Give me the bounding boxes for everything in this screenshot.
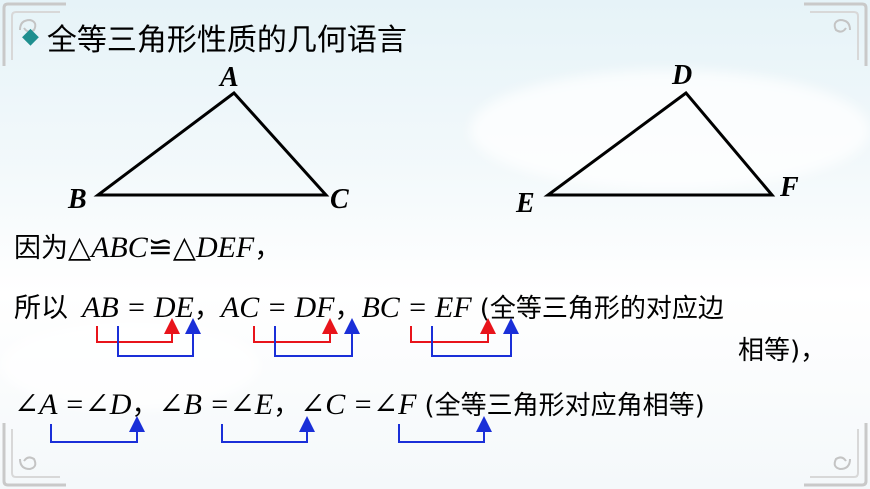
vertex-label-c: C [330, 184, 349, 215]
bracket-blue-angle-c-f [398, 416, 492, 443]
slide-title: ◆ 全等三角形性质的几何语言 [22, 16, 407, 58]
vertex-label-e: E [515, 188, 535, 219]
conclusion-prefix: 所以 [14, 293, 68, 324]
corner-ornament-top-right [804, 2, 868, 66]
premise-triangle-def: △DEF [172, 231, 255, 264]
triangle-abc [93, 90, 330, 197]
background-cloud [470, 70, 870, 190]
vertex-label-d: D [671, 60, 692, 91]
angle-equation-b-e: ∠B =∠E [158, 388, 274, 421]
side-equation-ac-df: AC = DF [220, 291, 335, 324]
conclusion-angles-line: ∠A =∠D，∠B =∠E，∠C =∠F(全等三角形对应角相等) [14, 383, 705, 422]
premise-triangle-abc: △ABC [68, 231, 148, 264]
angle-equation-c-f: ∠C =∠F [300, 388, 417, 421]
vertex-label-f: F [779, 172, 799, 203]
triangle-def [543, 90, 776, 197]
angle-reason-note: (全等三角形对应角相等) [424, 391, 705, 421]
corner-ornament-bottom-right [804, 423, 868, 487]
separator: ， [131, 390, 159, 421]
bracket-blue-angle-b-e [221, 416, 315, 443]
side-equation-bc-ef: BC = EF [361, 291, 472, 324]
side-reason-note-continued: 相等)， [738, 330, 826, 367]
vertex-label-a: A [218, 62, 239, 93]
premise-line: 因为△ABC≌△DEF， [14, 226, 281, 265]
premise-prefix: 因为 [14, 233, 68, 264]
corner-ornament-bottom-left [2, 423, 66, 487]
vertex-label-b: B [67, 184, 87, 215]
congruent-symbol: ≌ [147, 231, 173, 264]
separator: ， [334, 293, 362, 324]
bracket-red-bc-ef [410, 318, 496, 343]
side-reason-note: (全等三角形的对应边 [479, 294, 724, 324]
side-reason-note-end: 相等)， [738, 336, 827, 366]
separator: ， [193, 293, 221, 324]
bracket-blue-bc-ef [431, 318, 519, 357]
bracket-blue-ac-df [274, 318, 360, 357]
triangles-figure: A B C D E F [67, 60, 799, 219]
title-text: 全等三角形性质的几何语言 [46, 23, 407, 58]
diamond-bullet-icon: ◆ [22, 24, 39, 49]
separator: ， [273, 390, 301, 421]
premise-comma: ， [254, 233, 282, 264]
angle-equation-a-d: ∠A =∠D [14, 388, 132, 421]
bracket-red-ac-df [253, 318, 338, 343]
corner-ornament-top-left [2, 2, 66, 66]
side-equation-ab-de: AB = DE [82, 291, 194, 324]
